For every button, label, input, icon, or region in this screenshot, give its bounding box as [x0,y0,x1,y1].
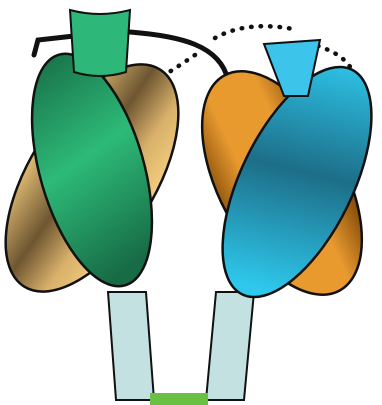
base-bar [150,393,208,405]
dotted-linker-left [162,55,195,76]
left-stalk [108,292,154,400]
right-stalk [206,292,254,400]
dotted-linker-top [215,26,298,38]
left-green-cap [70,10,130,76]
